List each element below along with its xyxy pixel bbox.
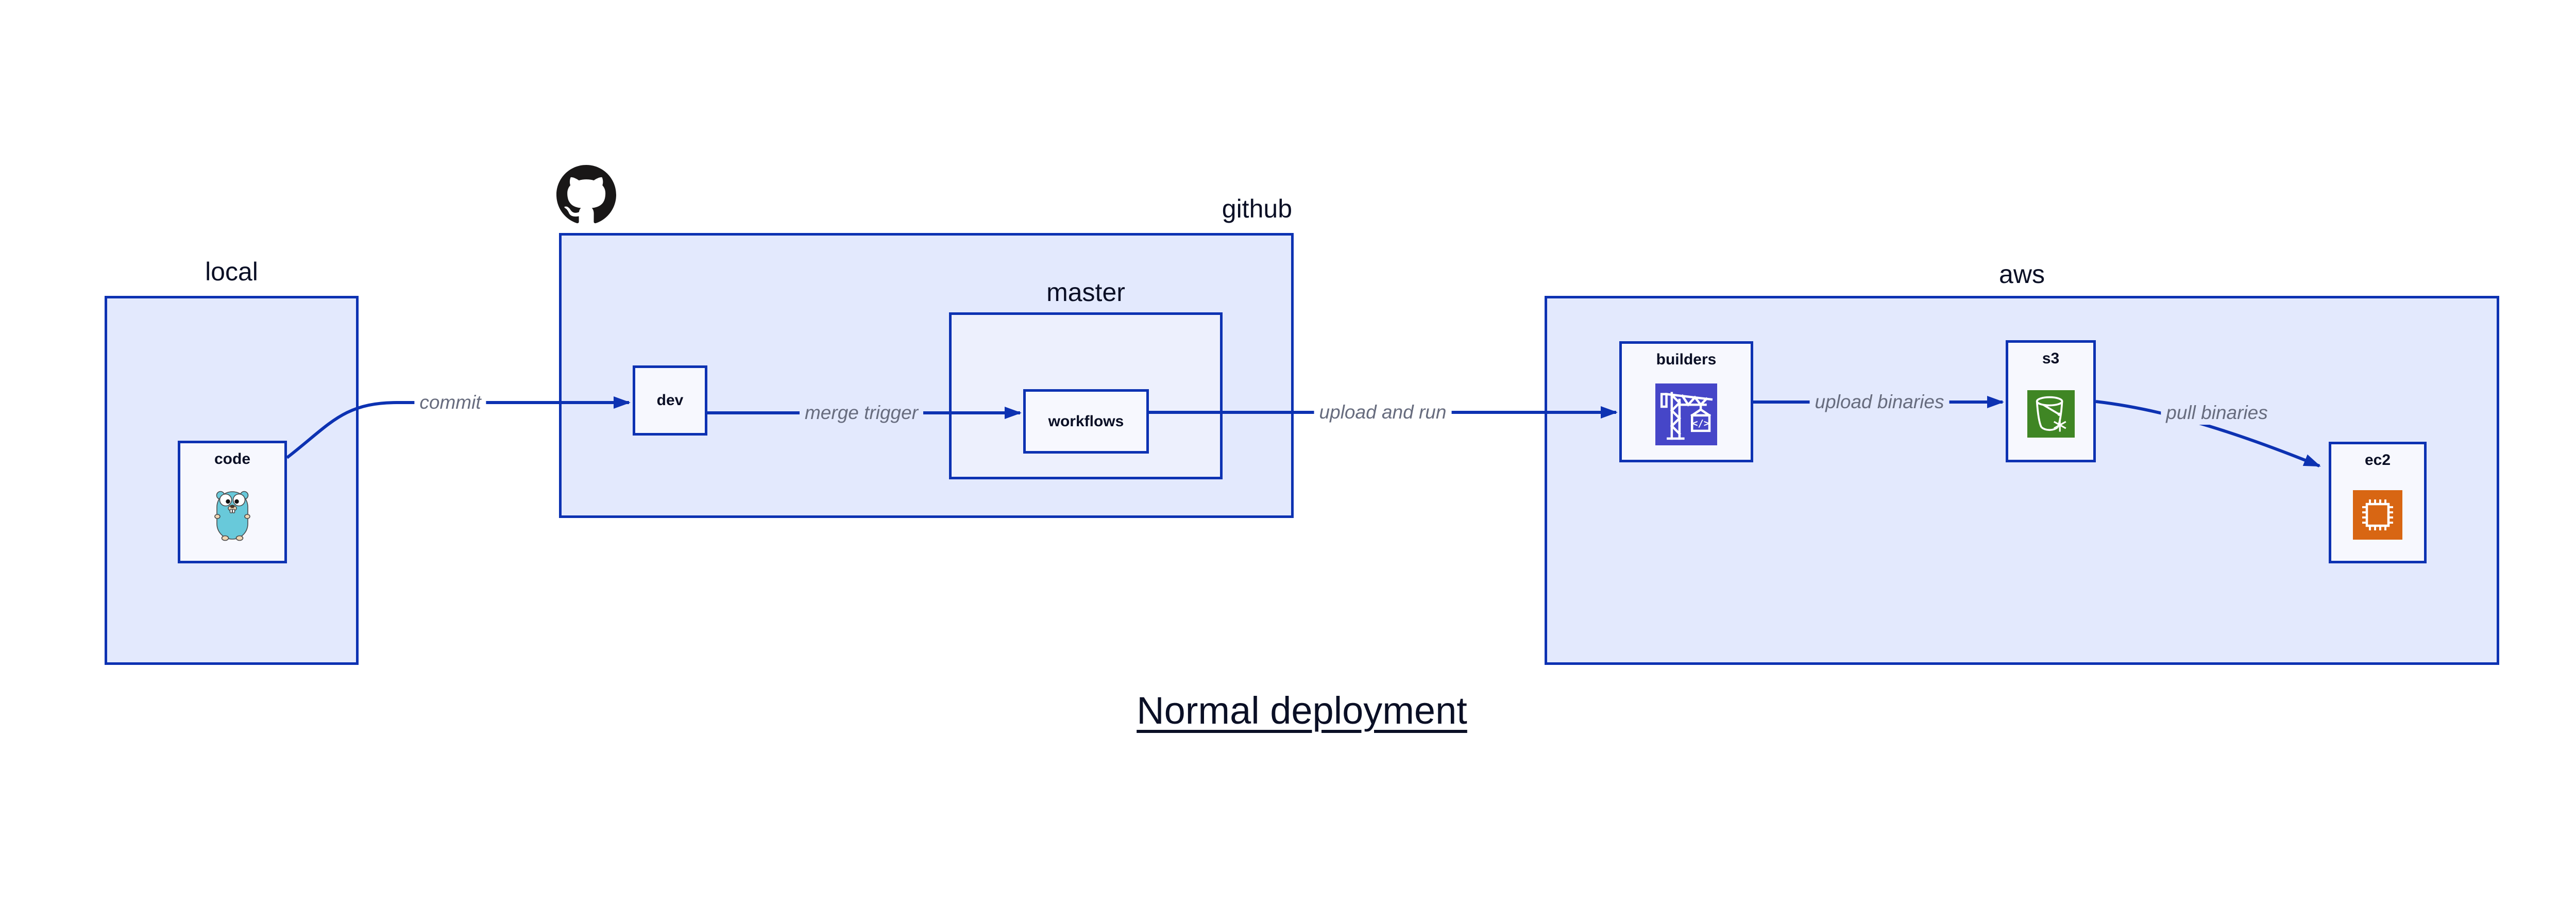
aws-label: aws (1999, 260, 2045, 289)
s3-bucket-snowflake-icon (2027, 368, 2075, 460)
builders-label: builders (1656, 351, 1717, 368)
github-octocat-icon (556, 165, 616, 227)
ec2-label: ec2 (2364, 452, 2391, 469)
workflows-label: workflows (1048, 412, 1124, 430)
ec2-cpu-chip-icon (2353, 469, 2402, 561)
workflows-node: workflows (1023, 389, 1149, 454)
code-label: code (214, 450, 251, 467)
edge-label-merge-trigger: merge trigger (799, 401, 924, 425)
local-label: local (205, 257, 258, 286)
s3-label: s3 (2042, 350, 2060, 367)
edge-label-upload-and-run: upload and run (1314, 400, 1452, 424)
ec2-node: ec2 (2329, 442, 2427, 563)
s3-node: s3 (2006, 340, 2096, 462)
edge-label-upload-binaries: upload binaries (1809, 390, 1950, 414)
svg-text:</>: </> (1692, 418, 1709, 429)
codebuild-crane-icon: </> (1655, 369, 1717, 460)
dev-label: dev (656, 392, 684, 409)
github-label: github (1222, 194, 1292, 223)
dev-node: dev (633, 365, 707, 436)
code-node: code (178, 441, 287, 563)
master-label: master (1046, 278, 1125, 307)
builders-node: builders </> (1619, 341, 1753, 462)
go-gopher-icon (214, 468, 251, 561)
diagram-title: Normal deployment (1137, 689, 1467, 732)
edge-label-pull-binaries: pull binaries (2161, 401, 2273, 425)
edge-label-commit: commit (414, 391, 486, 414)
